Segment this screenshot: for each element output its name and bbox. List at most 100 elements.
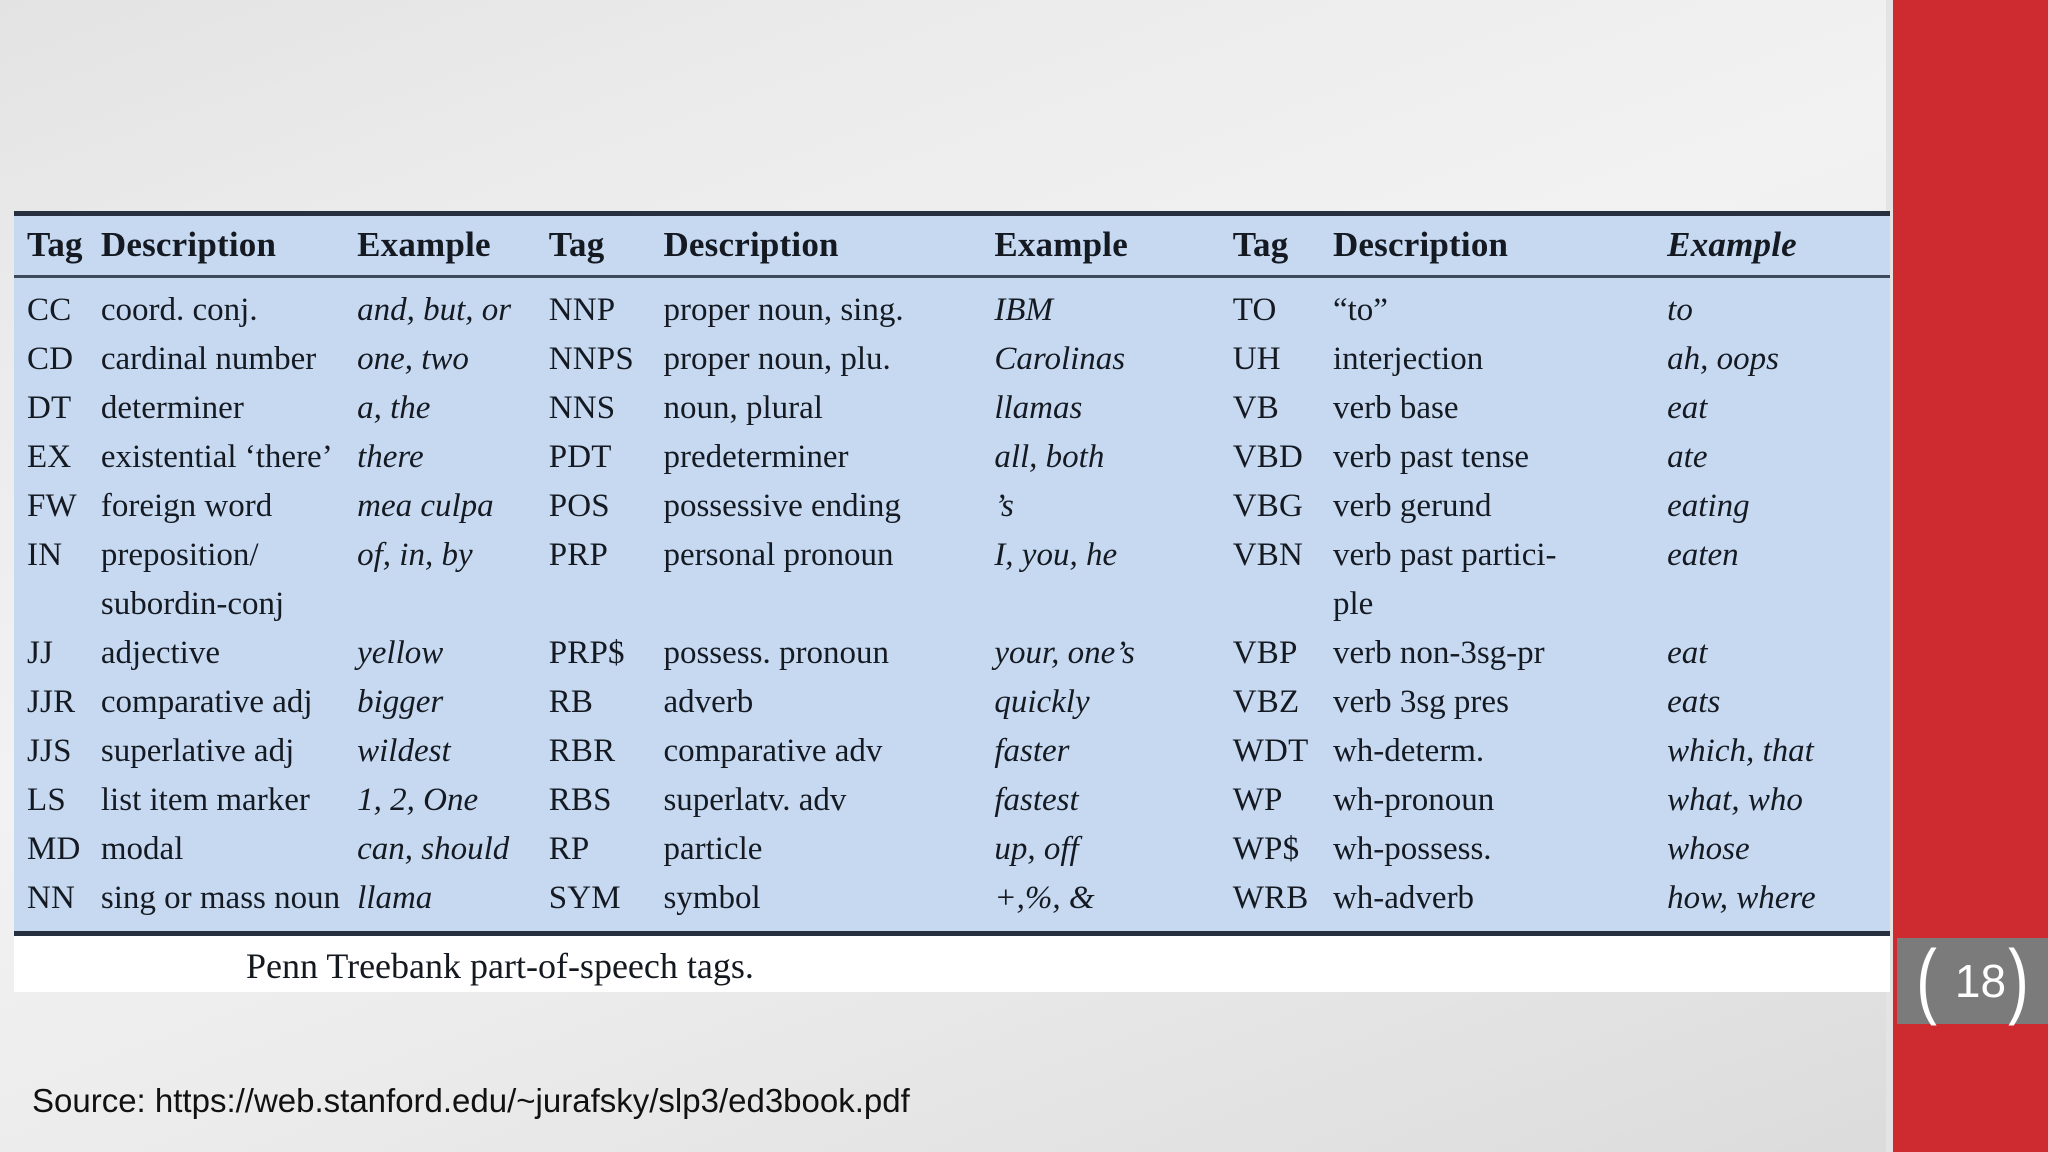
table-row: subordin-conj ple (14, 580, 1890, 629)
cell-example-3: eat (1667, 390, 1708, 426)
cell-description-2 (663, 580, 994, 629)
cell-tag-2: RB (548, 684, 594, 720)
cell-description-1: preposition/ (100, 537, 259, 573)
cell-example-1: wildest (357, 733, 451, 769)
cell-tag-3: WP (1232, 782, 1283, 818)
cell-description-2: personal pronoun (663, 537, 894, 573)
cell-description-3: verb past tense (1332, 439, 1530, 475)
cell-tag-3: VBN (1232, 537, 1303, 573)
cell-example-2: Carolinas (994, 341, 1126, 377)
cell-tag-1 (14, 580, 101, 629)
cell-description-3: verb gerund (1332, 488, 1492, 524)
cell-description-3: verb past partici- (1332, 537, 1557, 573)
cell-tag-1: NN (27, 880, 76, 916)
cell-example-2: fastest (994, 782, 1079, 818)
cell-example-1: 1, 2, One (357, 782, 479, 818)
cell-description-3: interjection (1332, 341, 1484, 377)
cell-tag-2: RBS (548, 782, 612, 818)
cell-example-3 (1667, 580, 1890, 629)
cell-example-2: quickly (994, 684, 1090, 720)
cell-tag-3: TO (1232, 292, 1277, 328)
cell-tag-3: WP$ (1232, 831, 1300, 867)
cell-example-2: faster (994, 733, 1070, 769)
cell-description-3: wh-determ. (1332, 733, 1485, 769)
cell-tag-1: JJ (27, 635, 54, 671)
cell-example-3: what, who (1667, 782, 1803, 818)
cell-example-1: llama (357, 880, 433, 916)
cell-tag-3: VB (1232, 390, 1279, 426)
header-description-2: Description (663, 216, 995, 278)
cell-tag-1: CD (27, 341, 74, 377)
header-example-2: Example (994, 216, 1233, 278)
cell-tag-2: NNS (548, 390, 616, 426)
cell-tag-2: NNPS (548, 341, 634, 377)
cell-example-2: llamas (994, 390, 1083, 426)
cell-description-2: comparative adv (663, 733, 883, 769)
cell-description-1: cardinal number (100, 341, 317, 377)
header-row: Tag Description Example Tag Description … (14, 216, 1890, 278)
bracket-left-glyph: ( (1916, 933, 1937, 1027)
cell-description-1: modal (100, 831, 184, 867)
cell-description-3: ple (1332, 586, 1374, 622)
cell-description-2: adverb (663, 684, 754, 720)
cell-tag-1: MD (27, 831, 81, 867)
cell-description-3: wh-pronoun (1332, 782, 1495, 818)
cell-example-1: one, two (357, 341, 469, 377)
header-tag-3: Tag (1232, 216, 1333, 278)
cell-example-3: eats (1667, 684, 1721, 720)
cell-example-2: ’s (994, 488, 1014, 524)
cell-example-2: +,%, & (994, 880, 1095, 916)
cell-tag-3: VBZ (1232, 684, 1300, 720)
cell-description-1: coord. conj. (100, 292, 258, 328)
cell-tag-2: PRP (548, 537, 609, 573)
cell-description-1: adjective (100, 635, 220, 671)
header-tag-1: Tag (14, 216, 101, 278)
cell-tag-3 (1233, 580, 1333, 629)
cell-tag-1: EX (27, 439, 72, 475)
header-example-1: Example (357, 216, 549, 278)
cell-example-3: whose (1667, 831, 1750, 867)
slide-number-badge: ( 18 ) (1897, 938, 2048, 1024)
cell-description-3: wh-adverb (1332, 880, 1475, 916)
cell-description-2: possessive ending (663, 488, 901, 524)
cell-tag-3: UH (1232, 341, 1281, 377)
cell-example-3: eating (1667, 488, 1750, 524)
cell-tag-3: VBD (1232, 439, 1303, 475)
cell-description-1: list item marker (100, 782, 310, 818)
cell-example-3: eat (1667, 635, 1708, 671)
cell-tag-1: LS (27, 782, 66, 818)
bracket-right-glyph: ) (2008, 933, 2029, 1027)
cell-description-2: noun, plural (663, 390, 823, 426)
cell-tag-2: POS (548, 488, 610, 524)
header-tag-2: Tag (548, 216, 664, 278)
cell-example-2: your, one’s (994, 635, 1135, 671)
cell-example-3: eaten (1667, 537, 1739, 573)
cell-tag-3: VBP (1232, 635, 1298, 671)
header-example-3: Example (1667, 216, 1890, 278)
pos-tag-figure: Tag Description Example Tag Description … (14, 211, 1890, 992)
cell-description-2: symbol (663, 880, 761, 916)
cell-example-1: of, in, by (357, 537, 473, 573)
source-line: Source: https://web.stanford.edu/~jurafs… (32, 1082, 910, 1119)
cell-tag-2: PDT (548, 439, 612, 475)
cell-tag-1: FW (27, 488, 77, 524)
cell-description-2: proper noun, plu. (663, 341, 891, 377)
header-description-3: Description (1332, 216, 1668, 278)
cell-example-1: a, the (357, 390, 431, 426)
cell-description-3: verb 3sg pres (1332, 684, 1509, 720)
cell-description-1: superlative adj (100, 733, 295, 769)
cell-tag-2 (549, 580, 664, 629)
cell-description-1: subordin-conj (100, 586, 285, 622)
cell-description-2: predeterminer (663, 439, 849, 475)
cell-example-1: bigger (357, 684, 444, 720)
cell-description-3: “to” (1332, 292, 1388, 328)
cell-example-3: to (1667, 292, 1693, 328)
